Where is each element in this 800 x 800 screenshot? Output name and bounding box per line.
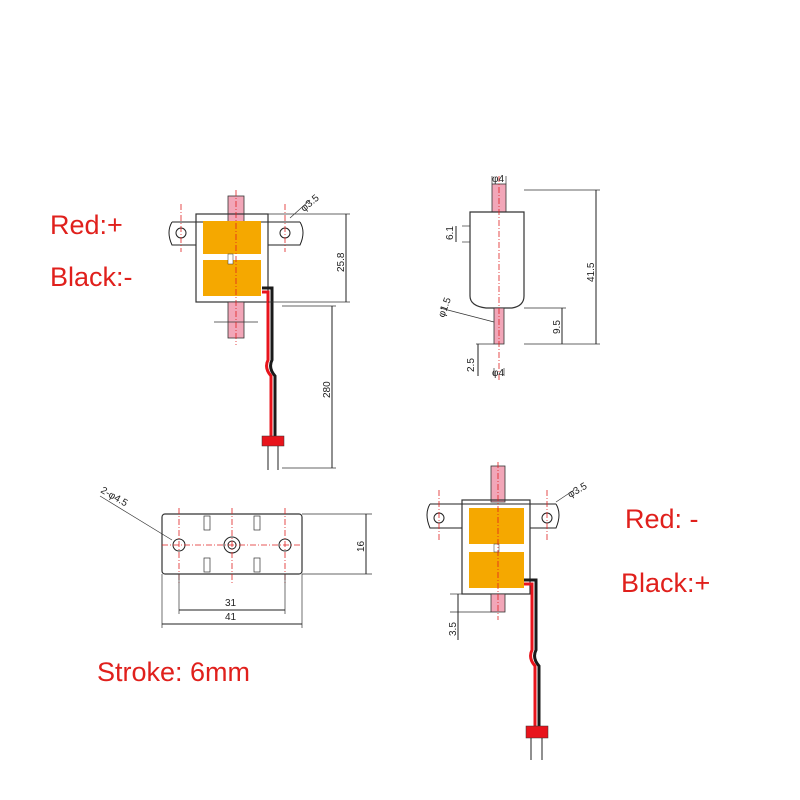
wire-black-2 bbox=[524, 578, 541, 728]
dim-front-mount-hole: φ3.5 bbox=[299, 192, 322, 214]
connector bbox=[261, 435, 285, 447]
dim-side-total: 41.5 bbox=[586, 262, 597, 282]
wire-black bbox=[262, 286, 277, 438]
dim-side-shaft-bottom: φ4 bbox=[492, 368, 504, 379]
front-view-reversed bbox=[426, 462, 575, 760]
dim-side-small: 6.1 bbox=[445, 226, 456, 240]
label-stroke: Stroke: 6mm bbox=[97, 657, 251, 687]
dim-plate-holes: 2-φ4.5 bbox=[99, 485, 130, 509]
dim-side-tip: 2.5 bbox=[466, 358, 477, 372]
coil-upper-2 bbox=[469, 508, 524, 544]
coil-lower bbox=[203, 260, 261, 296]
dim-bottom-small: 3.5 bbox=[448, 622, 459, 636]
dim-wire-length: 280 bbox=[322, 381, 333, 398]
front-view bbox=[168, 190, 350, 470]
label-top-red: Red:+ bbox=[50, 210, 123, 240]
dim-front-height: 25.8 bbox=[336, 252, 347, 272]
wire-red bbox=[262, 290, 273, 438]
coil-core-slot bbox=[227, 253, 234, 265]
side-body bbox=[469, 211, 525, 309]
connector-2 bbox=[525, 725, 549, 739]
side-view bbox=[439, 176, 600, 380]
dim-plate-hole-spacing: 31 bbox=[225, 598, 237, 609]
wire-red-2 bbox=[524, 582, 537, 728]
label-bottom-black: Black:+ bbox=[621, 568, 711, 598]
dim-plate-height: 16 bbox=[356, 540, 367, 552]
dim-bottom-mount-hole: φ3.5 bbox=[566, 481, 590, 501]
dim-side-pin: φ1.5 bbox=[436, 296, 453, 319]
coil-lower-2 bbox=[469, 552, 524, 588]
mounting-plate-view bbox=[99, 495, 372, 628]
dim-side-shaft-top: φ4 bbox=[492, 174, 504, 185]
label-bottom-red: Red: - bbox=[625, 504, 699, 534]
dim-side-lower: 9.5 bbox=[552, 320, 563, 334]
dim-plate-width: 41 bbox=[225, 612, 237, 623]
coil-upper bbox=[203, 221, 261, 254]
label-top-black: Black:- bbox=[50, 262, 133, 292]
